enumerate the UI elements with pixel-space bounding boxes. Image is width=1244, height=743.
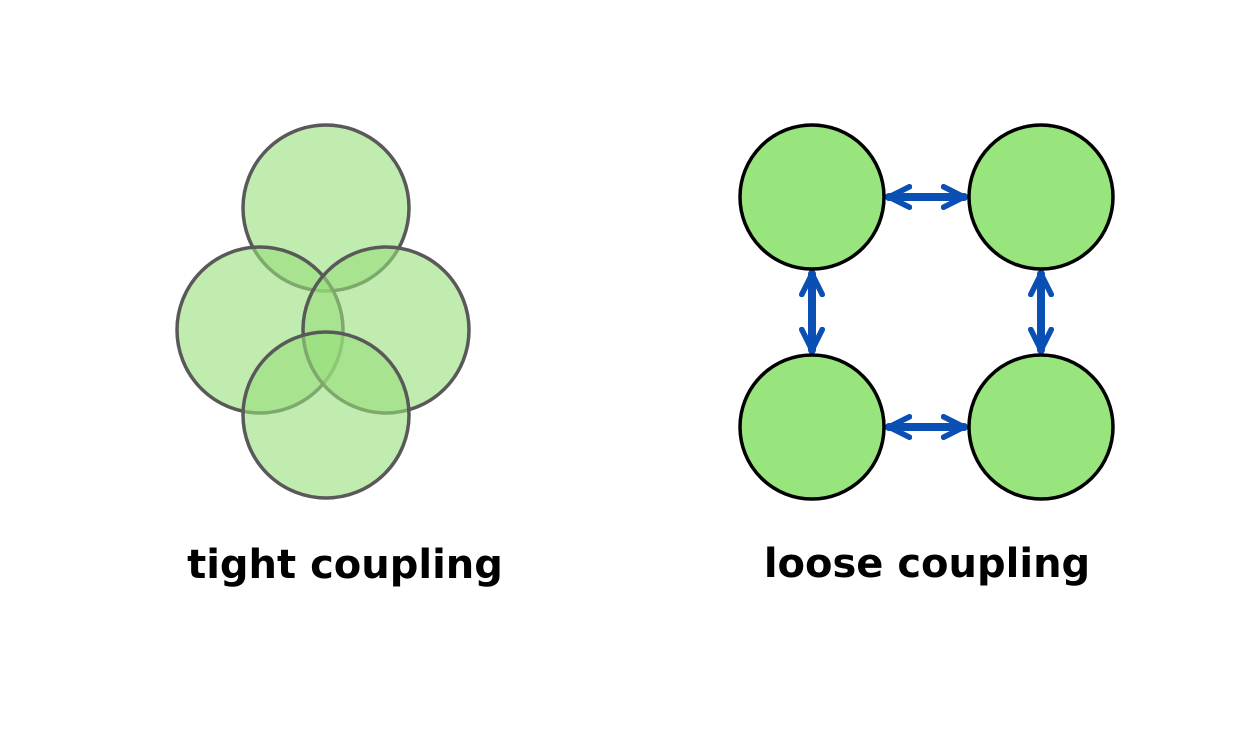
loose-node-bottom-left [738, 353, 886, 501]
loose-node-top-left [738, 123, 886, 271]
tight-coupling-label: tight coupling [187, 542, 503, 588]
tight-circle-bottom [241, 330, 411, 500]
loose-node-bottom-right [967, 353, 1115, 501]
loose-coupling-group: loose coupling [738, 123, 1115, 587]
loose-node-top-right [967, 123, 1115, 271]
loose-coupling-label: loose coupling [764, 541, 1090, 587]
tight-coupling-group: tight coupling [175, 123, 503, 588]
